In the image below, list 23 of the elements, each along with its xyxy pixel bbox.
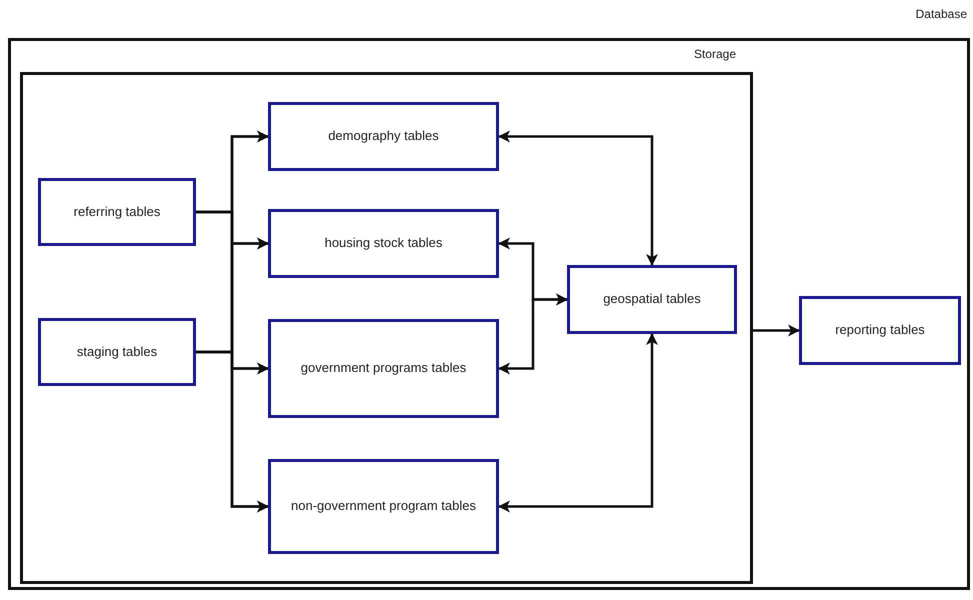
table-box bbox=[268, 459, 499, 554]
arrow bbox=[753, 324, 800, 336]
table-box bbox=[799, 296, 961, 365]
boundary-label: Database bbox=[916, 7, 967, 21]
table-label: reporting tables bbox=[834, 321, 926, 340]
table-label: government programs tables bbox=[300, 359, 468, 378]
arrow bbox=[196, 350, 269, 512]
table-box bbox=[268, 102, 499, 171]
table-box bbox=[38, 178, 196, 246]
arrow bbox=[498, 294, 568, 374]
table-box bbox=[268, 209, 499, 278]
arrow bbox=[498, 130, 658, 266]
table-label: geospatial tables bbox=[602, 290, 702, 308]
arrow bbox=[498, 333, 658, 512]
table-label: staging tables bbox=[76, 342, 158, 361]
boundary-label: Storage bbox=[694, 47, 736, 61]
table-label: non-government program tables bbox=[290, 497, 477, 516]
table-label: referring tables bbox=[72, 202, 162, 221]
table-label: housing stock tables bbox=[324, 234, 444, 252]
table-box bbox=[567, 265, 737, 334]
table-box bbox=[268, 319, 499, 418]
table-box bbox=[38, 318, 196, 386]
table-label: demography tables bbox=[327, 127, 440, 146]
